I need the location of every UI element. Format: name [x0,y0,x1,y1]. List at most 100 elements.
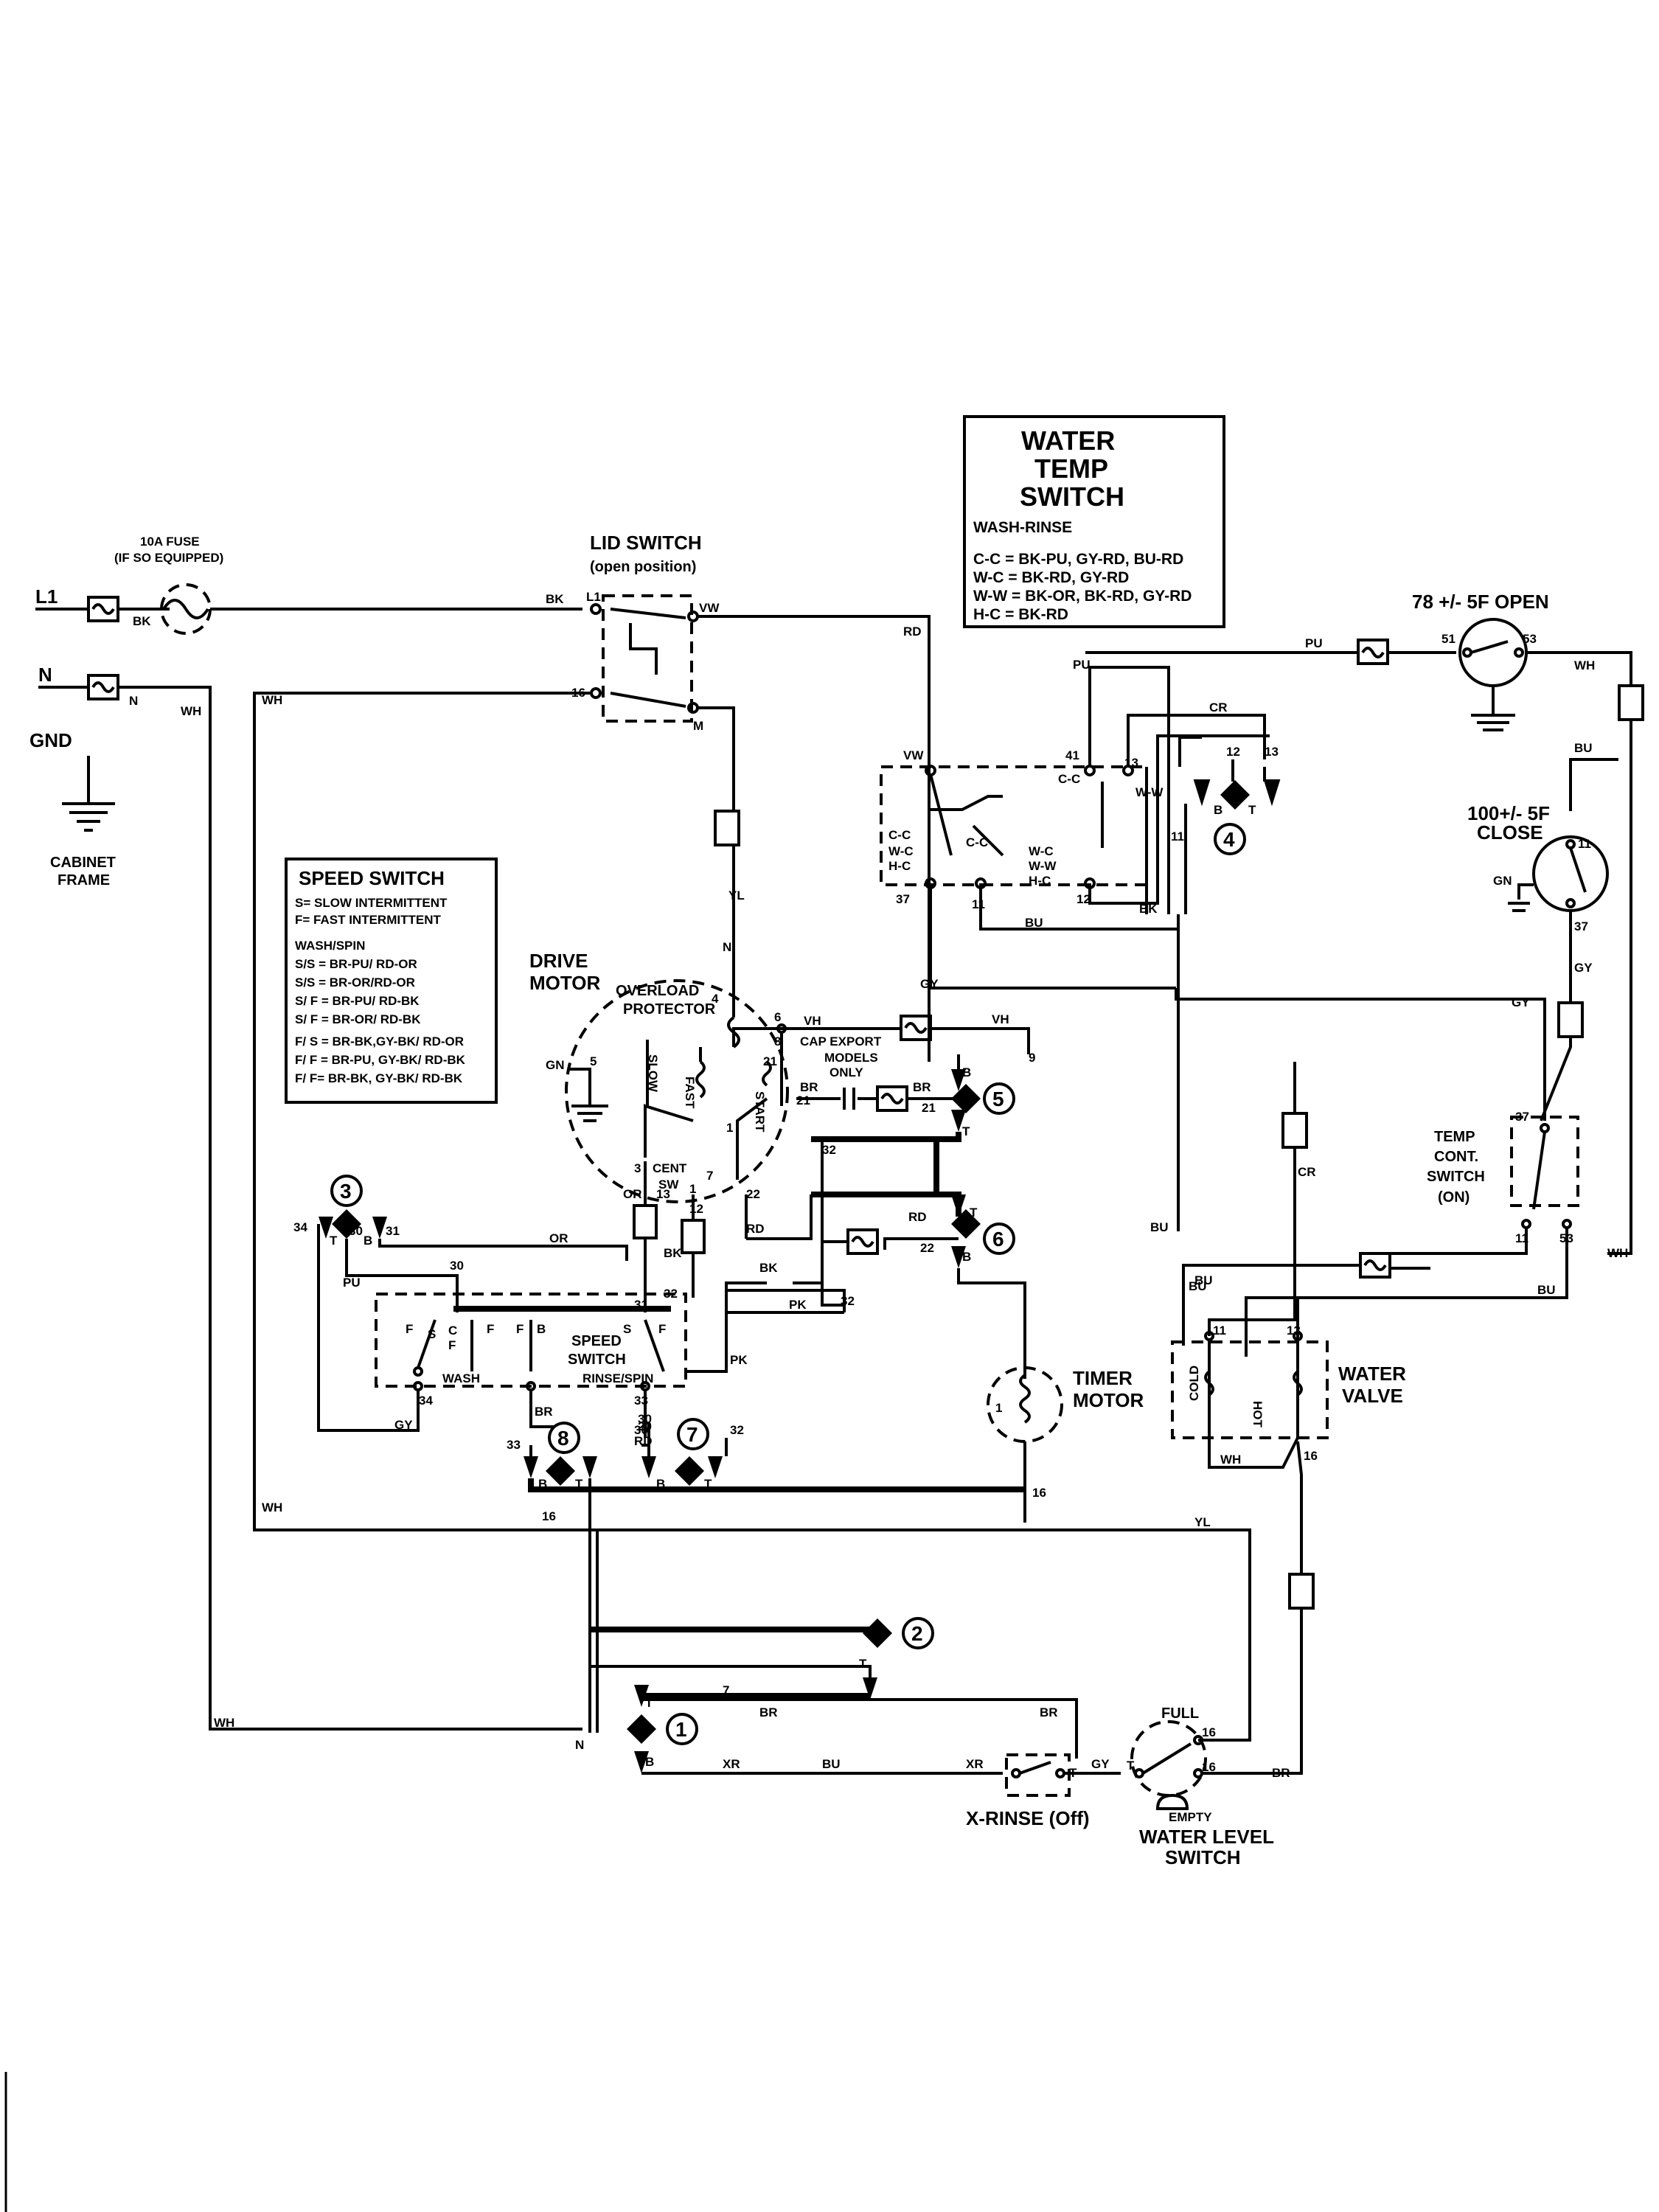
cam-7-label: 7 [686,1423,698,1446]
thermostat-close: 100+/- 5F CLOSE BU 11 37 GN GY GY [1467,741,1618,1121]
svg-text:TIMER: TIMER [1073,1367,1133,1389]
cam-2-label: 2 [911,1622,923,1645]
svg-text:B: B [645,1755,654,1769]
terminal-n: N [38,664,52,686]
svg-text:BR: BR [913,1080,931,1094]
svg-text:F: F [448,1338,456,1352]
svg-text:TEMP: TEMP [1434,1129,1475,1145]
svg-text:T: T [962,1124,970,1138]
svg-text:7: 7 [706,1169,713,1183]
svg-text:T: T [1127,1759,1135,1773]
svg-text:N: N [129,694,138,708]
svg-text:32: 32 [841,1294,855,1308]
svg-text:WH: WH [262,1500,282,1514]
svg-text:F: F [487,1322,494,1336]
svg-text:MODELS: MODELS [824,1051,878,1065]
svg-text:11: 11 [972,897,985,911]
svg-text:F= FAST INTERMITTENT: F= FAST INTERMITTENT [295,913,441,927]
svg-text:S= SLOW INTERMITTENT: S= SLOW INTERMITTENT [295,896,448,910]
svg-text:X-RINSE (Off): X-RINSE (Off) [966,1807,1090,1829]
connector-cr [1281,1112,1308,1149]
svg-text:T: T [1248,803,1256,817]
svg-text:11: 11 [1213,1324,1226,1338]
svg-text:6: 6 [774,1010,781,1024]
svg-text:CAP EXPORT: CAP EXPORT [800,1034,882,1048]
svg-text:3: 3 [634,1161,641,1175]
svg-text:T: T [330,1234,338,1248]
svg-text:11: 11 [1578,837,1591,851]
svg-text:FRAME: FRAME [58,872,110,888]
svg-text:HOT: HOT [1251,1401,1265,1428]
svg-text:9: 9 [1029,1051,1035,1065]
svg-text:PU: PU [343,1276,361,1290]
side-wires: CR [928,988,1541,1336]
svg-text:L1: L1 [586,590,601,604]
svg-text:BK: BK [546,592,564,606]
svg-text:FAST: FAST [683,1077,697,1109]
svg-text:16: 16 [1202,1760,1216,1774]
speed-switch-legend: SPEED SWITCH S= SLOW INTERMITTENT F= FAS… [285,858,498,1104]
svg-text:T: T [970,1206,978,1220]
svg-text:C: C [448,1324,457,1338]
svg-text:SWITCH: SWITCH [1427,1169,1485,1185]
svg-text:BU: BU [1194,1273,1213,1287]
timer-cam-1: T B 1 N 7 BR BR XR BU XR [575,1683,1078,1775]
svg-text:12: 12 [1226,745,1240,759]
svg-text:BU: BU [1574,741,1593,755]
svg-text:B: B [364,1234,372,1248]
svg-text:WH: WH [1220,1453,1241,1467]
svg-text:34: 34 [293,1220,307,1234]
svg-text:33: 33 [507,1438,521,1452]
svg-text:16: 16 [1202,1725,1216,1739]
svg-text:VW: VW [699,601,720,615]
svg-text:GY: GY [1512,995,1530,1009]
svg-text:S: S [623,1322,631,1336]
lid-switch: LID SWITCH (open position) L1 16 M VW RD… [253,532,931,1531]
svg-text:12: 12 [1077,892,1091,906]
svg-text:78 +/- 5F OPEN: 78 +/- 5F OPEN [1412,591,1549,613]
svg-text:22: 22 [746,1187,760,1201]
water-level-switch: FULL T 16 16 EMPTY WATER LEVEL SWITCH [1127,1705,1274,1868]
svg-text:SWITCH: SWITCH [568,1352,626,1368]
svg-text:30: 30 [638,1412,652,1426]
svg-text:(IF SO EQUIPPED): (IF SO EQUIPPED) [114,551,223,565]
svg-text:T: T [704,1477,712,1491]
svg-text:BR: BR [1040,1705,1058,1719]
timer-cam-4: 12 13 B T 4 11 [1171,745,1281,914]
svg-text:GN: GN [1493,874,1512,888]
svg-text:WH: WH [181,704,201,718]
x-rinse-switch: T X-RINSE (Off) GY [966,1753,1121,1829]
svg-text:WH: WH [1607,1246,1628,1260]
svg-text:GY: GY [1574,961,1593,975]
svg-text:11: 11 [1171,830,1184,844]
timer-cam-5: B T 5 32 [811,1054,1015,1312]
svg-text:BR: BR [759,1705,778,1719]
svg-text:BK: BK [133,614,151,628]
svg-text:DRIVE: DRIVE [529,950,588,972]
water-temp-switch: VW 37 C-C W-C H-C C-C 11 W-C W-W H-C C-C… [880,658,1270,991]
svg-text:W-C: W-C [1029,844,1054,858]
svg-text:(ON): (ON) [1438,1189,1470,1206]
svg-text:H-C: H-C [888,859,911,873]
connector-motor-or [633,1204,658,1239]
connector-lid-motor [714,810,740,846]
connector-motor-bk [681,1219,706,1254]
svg-text:N: N [723,940,731,954]
svg-text:ONLY: ONLY [830,1065,863,1079]
svg-text:OR: OR [549,1231,568,1245]
svg-text:S/ F = BR-PU/ RD-BK: S/ F = BR-PU/ RD-BK [295,994,420,1008]
svg-text:T: T [859,1657,867,1671]
svg-text:CLOSE: CLOSE [1477,821,1543,844]
svg-text:S: S [428,1327,436,1341]
svg-text:SLOW: SLOW [646,1054,660,1093]
svg-text:TEMP: TEMP [1034,453,1108,484]
svg-text:21: 21 [922,1101,936,1115]
svg-text:7: 7 [723,1683,729,1697]
svg-text:F: F [516,1322,524,1336]
cam-3-label: 3 [340,1180,352,1203]
svg-text:C-C: C-C [1058,772,1080,786]
svg-text:5: 5 [590,1054,597,1068]
svg-text:51: 51 [1441,632,1455,646]
svg-text:37: 37 [896,892,910,906]
